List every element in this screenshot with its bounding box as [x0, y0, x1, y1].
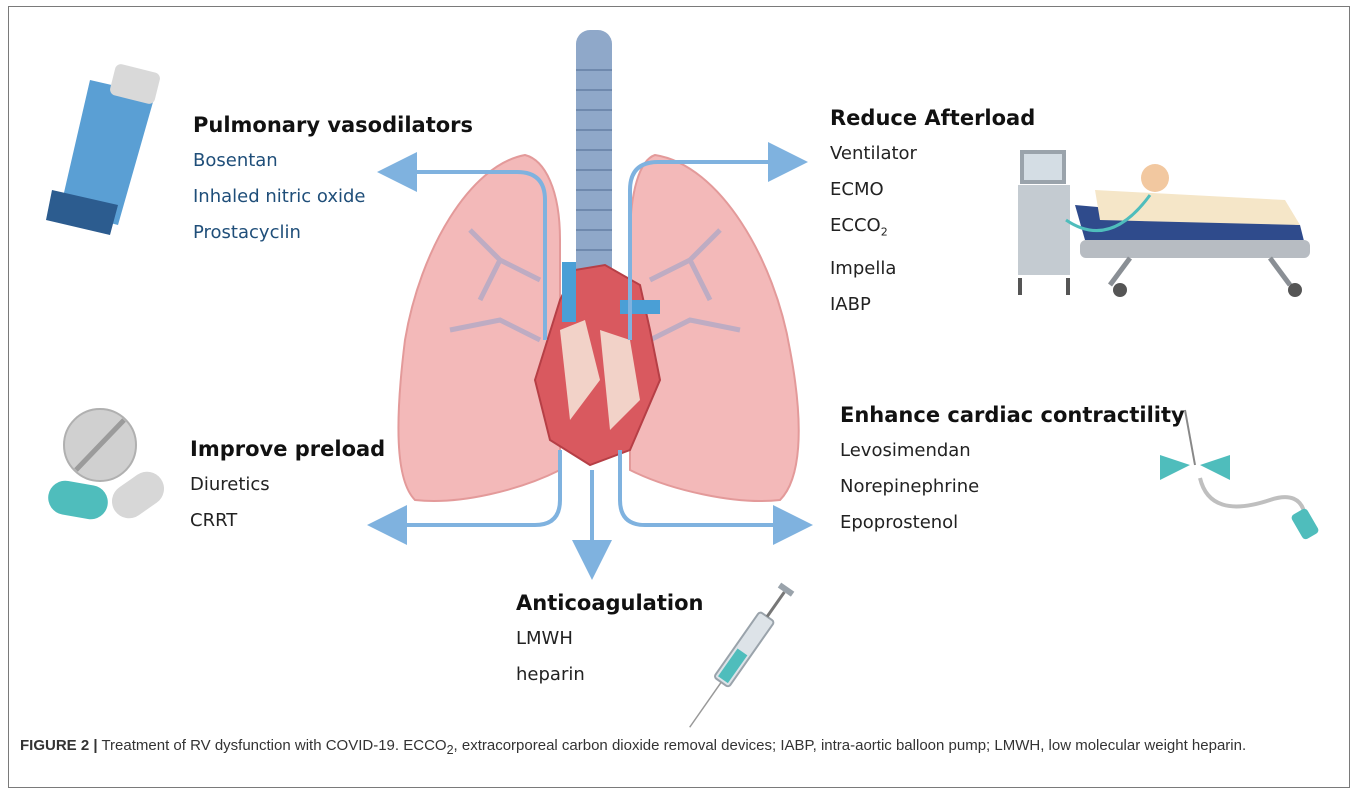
contractility-item-2: Norepinephrine [840, 469, 1185, 505]
inhaler-icon [46, 63, 161, 235]
afterload-item-3: ECCO2 [830, 208, 1035, 251]
preload-item-1: Diuretics [190, 467, 385, 503]
cardiac-contractility-group: Enhance cardiac contractility Levosimend… [840, 403, 1185, 541]
caption-text-1: Treatment of RV dysfunction with COVID-1… [98, 737, 447, 754]
improve-preload-group: Improve preload Diuretics CRRT [190, 437, 385, 539]
afterload-item-1: Ventilator [830, 136, 1035, 172]
improve-preload-heading: Improve preload [190, 437, 385, 461]
trachea [576, 30, 612, 290]
ecco-label: ECCO [830, 215, 881, 236]
preload-item-2: CRRT [190, 503, 385, 539]
reduce-afterload-group: Reduce Afterload Ventilator ECMO ECCO2 I… [830, 106, 1035, 323]
contractility-item-3: Epoprostenol [840, 505, 1185, 541]
pulmonary-item-2: Inhaled nitric oxide [193, 179, 473, 215]
ventilator-bed-icon [1018, 150, 1310, 297]
anticoag-item-1: LMWH [516, 621, 703, 657]
afterload-item-5: IABP [830, 287, 1035, 323]
caption-subscript: 2 [447, 743, 454, 757]
afterload-item-4: Impella [830, 251, 1035, 287]
pulmonary-item-3: Prostacyclin [193, 215, 473, 251]
ecco-subscript: 2 [881, 226, 888, 239]
anticoagulation-group: Anticoagulation LMWH heparin [516, 591, 703, 693]
caption-label: FIGURE 2 | [20, 737, 98, 754]
pills-icon [46, 409, 171, 525]
cardiac-contractility-heading: Enhance cardiac contractility [840, 403, 1185, 427]
reduce-afterload-heading: Reduce Afterload [830, 106, 1035, 130]
anticoagulation-heading: Anticoagulation [516, 591, 703, 615]
figure-caption: FIGURE 2 | Treatment of RV dysfunction w… [20, 735, 1340, 761]
contractility-item-1: Levosimendan [840, 433, 1185, 469]
afterload-item-2: ECMO [830, 172, 1035, 208]
anticoag-item-2: heparin [516, 657, 703, 693]
caption-text-2: , extracorporeal carbon dioxide removal … [454, 737, 1247, 754]
pulmonary-vasodilators-heading: Pulmonary vasodilators [193, 113, 473, 137]
pulmonary-vasodilators-group: Pulmonary vasodilators Bosentan Inhaled … [193, 113, 473, 251]
pulmonary-item-1: Bosentan [193, 143, 473, 179]
